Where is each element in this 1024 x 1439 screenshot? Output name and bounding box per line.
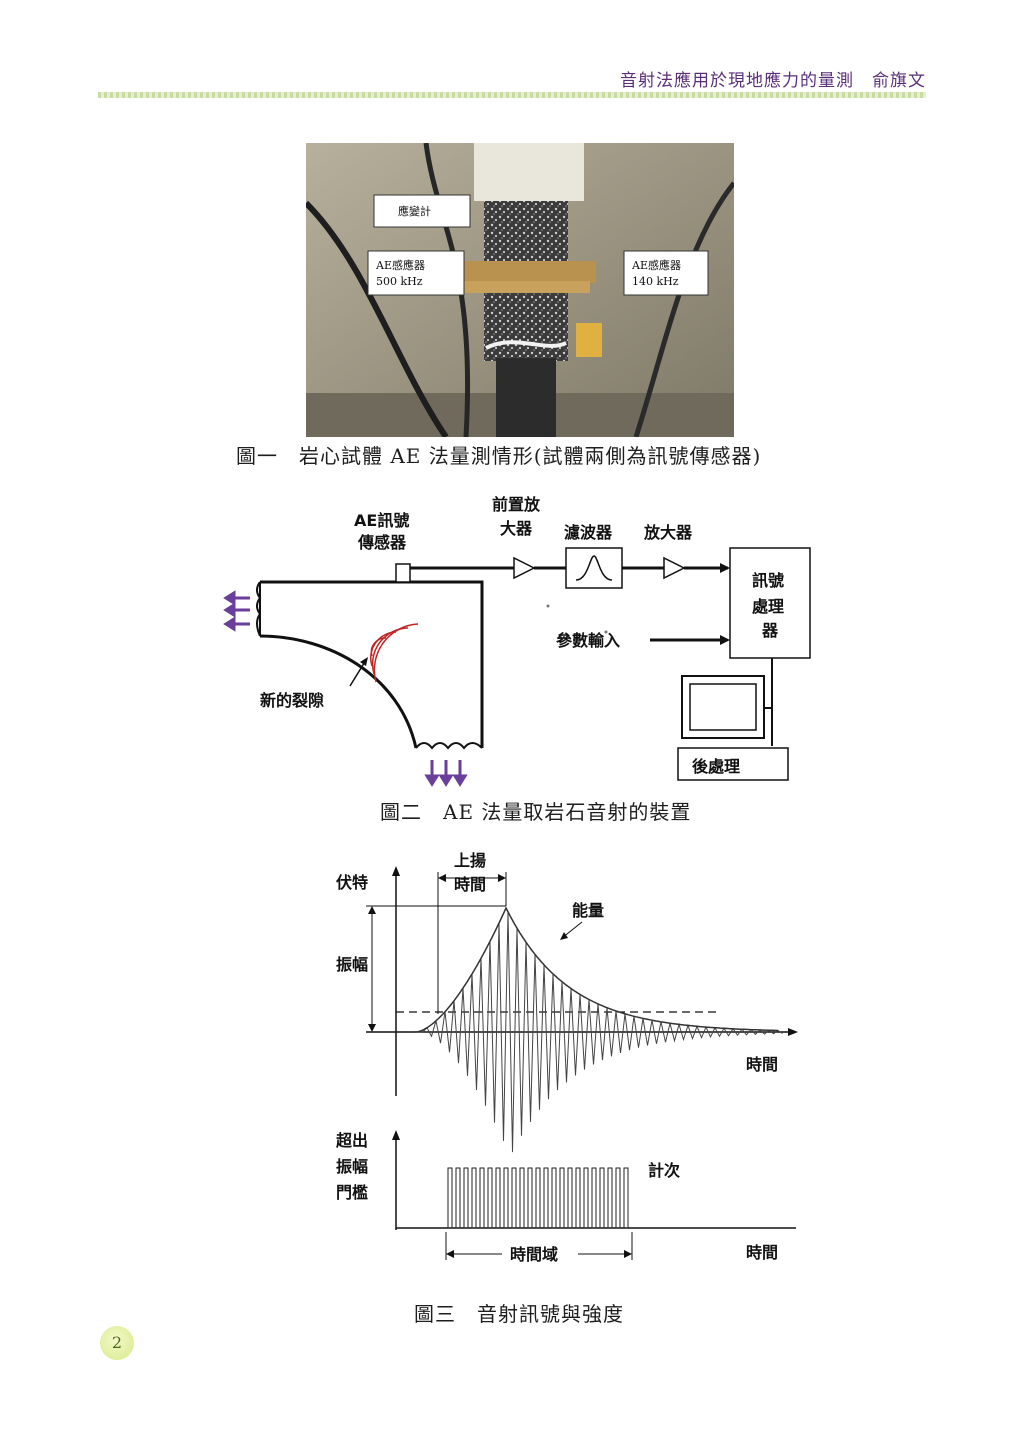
rise-time-label-line2: 時間 [454, 875, 486, 894]
count-pulse [487, 1167, 493, 1229]
processor-label-line1: 訊號 [752, 571, 784, 590]
count-pulse [535, 1167, 541, 1229]
figure2-diagram: AE訊號 傳感器 前置放 大器 濾波器 放大器 訊號 處理 器 參數輸入 新的裂… [223, 495, 811, 787]
amplifier-label: 放大器 [643, 523, 693, 542]
count-pulse [471, 1167, 477, 1229]
threshold-label-line1: 超出 [335, 1131, 368, 1150]
time-axis-label-top: 時間 [746, 1055, 778, 1074]
strain-gauge-label: 應變計 [398, 204, 431, 218]
count-pulse [527, 1167, 533, 1229]
count-pulse [583, 1167, 589, 1229]
count-pulse [543, 1167, 549, 1229]
energy-envelope [414, 906, 779, 1033]
sensor-label-line2: 傳感器 [357, 533, 407, 552]
filter-label: 濾波器 [564, 523, 613, 542]
count-pulse [447, 1167, 453, 1229]
processor-label-line2: 處理 [752, 597, 784, 616]
parameter-input-label: 參數輸入 [556, 631, 620, 650]
sensor-label-line1: AE訊號 [354, 511, 409, 530]
processor-label-line3: 器 [761, 621, 779, 640]
right-sensor-frequency: 140 kHz [632, 275, 679, 288]
running-header: 音射法應用於現地應力的量測 俞旗文 [620, 71, 926, 91]
count-pulse [551, 1167, 557, 1229]
time-domain-label: 時間域 [510, 1245, 558, 1264]
preamp-label-line1: 前置放 [492, 495, 541, 514]
count-pulse [479, 1167, 485, 1229]
amplitude-label: 振幅 [336, 955, 368, 974]
preamp-label-line2: 大器 [500, 519, 533, 538]
count-pulse [591, 1167, 597, 1229]
count-pulse [615, 1167, 621, 1229]
count-label: 計次 [648, 1161, 680, 1180]
header-rule [98, 92, 926, 98]
page-number: 2 [100, 1326, 134, 1360]
figure3-caption: 圖三 音射訊號與強度 [414, 1302, 624, 1326]
count-pulse [599, 1167, 605, 1229]
volt-label: 伏特 [336, 873, 368, 892]
count-pulse [607, 1167, 613, 1229]
figure2-caption: 圖二 AE 法量取岩石音射的裝置 [380, 800, 692, 824]
left-sensor-frequency: 500 kHz [376, 275, 423, 288]
rise-time-label-line1: 上揚 [454, 851, 486, 870]
count-pulse [503, 1167, 509, 1229]
count-pulses [447, 1167, 629, 1229]
energy-label: 能量 [572, 901, 604, 920]
count-pulse [623, 1167, 629, 1229]
new-crack-label: 新的裂隙 [260, 691, 324, 710]
count-pulse [495, 1167, 501, 1229]
figure1-photo: 應變計 AE感應器 500 kHz AE感應器 140 kHz [306, 143, 734, 437]
figure1-caption: 圖一 岩心試體 AE 法量測情形(試體兩側為訊號傳感器) [236, 444, 762, 468]
left-sensor-name: AE感應器 [375, 258, 425, 272]
count-pulse [575, 1167, 581, 1229]
right-sensor-name: AE感應器 [631, 258, 681, 272]
count-pulse [511, 1167, 517, 1229]
count-pulse [559, 1167, 565, 1229]
time-axis-label-bottom: 時間 [746, 1243, 778, 1262]
count-pulse [463, 1167, 469, 1229]
threshold-label-line3: 門檻 [336, 1183, 368, 1202]
post-processing-label: 後處理 [692, 757, 740, 776]
threshold-label-line2: 振幅 [336, 1157, 368, 1176]
count-pulse [455, 1167, 461, 1229]
figure3-diagram: 伏特 振幅 上揚 時間 能量 時間 超出 振幅 門檻 計次 時間域 時間 [335, 851, 798, 1264]
count-pulse [567, 1167, 573, 1229]
count-pulse [519, 1167, 525, 1229]
